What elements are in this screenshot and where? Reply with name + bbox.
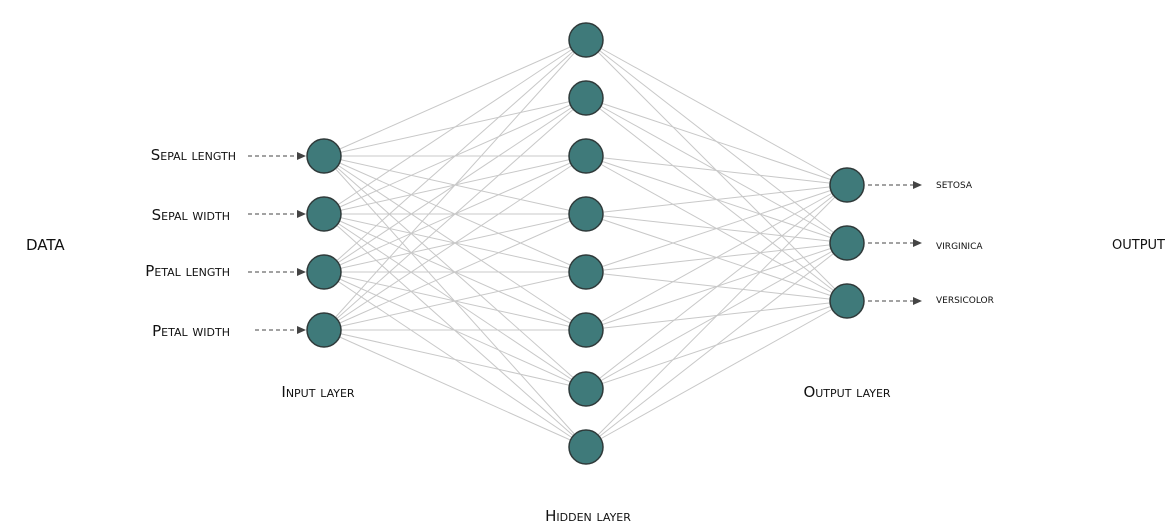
input-arrow-head xyxy=(297,268,306,276)
connections xyxy=(323,39,848,448)
output-layer-title: Output layer xyxy=(803,383,890,401)
input-layer-title: Input layer xyxy=(281,383,355,401)
output-class-label: versicolor xyxy=(936,292,994,307)
hidden-neuron xyxy=(568,371,604,407)
connection-edge xyxy=(585,300,848,448)
neurons xyxy=(306,22,865,465)
connection-edge xyxy=(323,155,587,331)
output-arrow-head xyxy=(913,181,922,189)
output-class-label: setosa xyxy=(936,177,973,192)
output-class-label: virginica xyxy=(936,238,983,253)
hidden-neuron xyxy=(568,254,604,290)
connection-edge xyxy=(585,97,848,186)
output-neuron xyxy=(829,283,865,319)
hidden-neuron xyxy=(568,22,604,58)
connection-edge xyxy=(585,155,848,186)
connection-edge xyxy=(585,184,848,448)
input-neuron xyxy=(306,196,342,232)
connection-edge xyxy=(585,184,848,215)
input-neuron xyxy=(306,312,342,348)
output-neuron xyxy=(829,225,865,261)
output-neuron xyxy=(829,167,865,203)
input-neuron xyxy=(306,254,342,290)
connection-edge xyxy=(585,184,848,331)
input-arrow-head xyxy=(297,326,306,334)
connection-edge xyxy=(585,39,848,186)
connection-edge xyxy=(323,39,587,273)
io-arrows xyxy=(248,152,922,334)
output-arrow-head xyxy=(913,297,922,305)
input-feature-label: Petal length xyxy=(145,262,230,280)
hidden-neuron xyxy=(568,312,604,348)
connection-edge xyxy=(585,184,848,390)
output-label: OUTPUT xyxy=(1112,238,1165,253)
connection-edge xyxy=(585,242,848,448)
input-feature-label: Sepal width xyxy=(152,206,230,224)
hidden-layer-title: Hidden layer xyxy=(545,507,631,525)
input-neuron xyxy=(306,138,342,174)
hidden-neuron xyxy=(568,429,604,465)
connection-edge xyxy=(323,213,587,331)
data-label: DATA xyxy=(26,236,65,254)
hidden-neuron xyxy=(568,80,604,116)
connection-edge xyxy=(323,39,587,215)
connection-edge xyxy=(585,184,848,273)
output-arrow-head xyxy=(913,239,922,247)
connection-edge xyxy=(323,97,587,331)
connection-edge xyxy=(323,329,587,390)
hidden-neuron xyxy=(568,196,604,232)
input-feature-label: Sepal length xyxy=(151,146,236,164)
connection-edge xyxy=(323,39,587,331)
hidden-neuron xyxy=(568,138,604,174)
connection-edge xyxy=(323,271,587,331)
connection-edge xyxy=(323,39,587,157)
input-arrow-head xyxy=(297,210,306,218)
connection-edge xyxy=(323,329,587,448)
input-arrow-head xyxy=(297,152,306,160)
input-feature-label: Petal width xyxy=(152,322,230,340)
